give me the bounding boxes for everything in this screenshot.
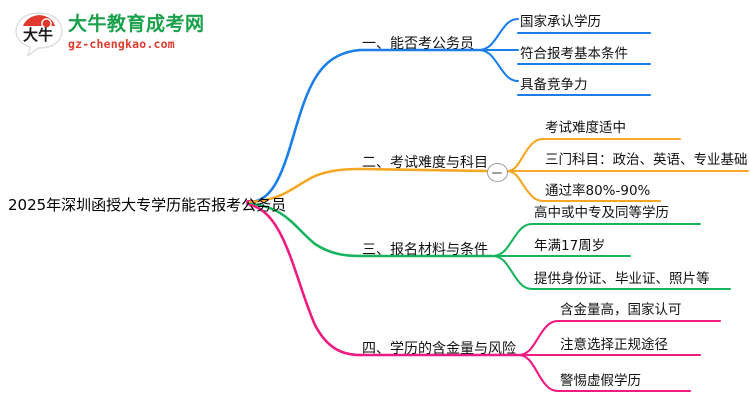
leaf-node-4-1[interactable]: 含金量高，国家认可 xyxy=(560,302,682,318)
branch-2-link-3 xyxy=(505,169,545,203)
branch-node-1[interactable]: 一、能否考公务员 xyxy=(362,36,474,52)
branch-1-trunk xyxy=(248,48,362,204)
logo-mark-icon: 大牛 xyxy=(15,12,63,58)
leaf-node-1-3[interactable]: 具备竞争力 xyxy=(520,77,588,93)
logo-text-block: 大牛教育成考网 gz-chengkao.com xyxy=(68,12,208,52)
branch-2-link-1 xyxy=(505,137,545,173)
branch-node-2[interactable]: 二、考试难度与科目 xyxy=(362,155,488,171)
site-logo[interactable]: 大牛 大牛教育成考网 gz-chengkao.com xyxy=(14,8,204,60)
logo-brand-name: 大牛教育成考网 xyxy=(68,13,205,35)
leaf-node-1-1[interactable]: 国家承认学历 xyxy=(520,14,601,30)
leaf-node-3-2[interactable]: 年满17周岁 xyxy=(534,238,606,254)
branch-1-link-1 xyxy=(476,17,520,52)
branch-3-link-1 xyxy=(490,222,534,258)
leaf-node-2-2[interactable]: 三门科目：政治、英语、专业基础 xyxy=(545,152,748,168)
svg-text:大牛: 大牛 xyxy=(23,26,53,44)
logo-brand-url: gz-chengkao.com xyxy=(68,37,175,51)
minus-circle-icon[interactable] xyxy=(487,163,508,182)
branch-3-trunk xyxy=(248,202,362,258)
branch-4-trunk xyxy=(248,203,362,357)
root-node[interactable]: 2025年深圳函授大专学历能否报考公务员 xyxy=(8,196,287,214)
branch-node-4[interactable]: 四、学历的含金量与风险 xyxy=(362,341,516,357)
leaf-node-2-3[interactable]: 通过率80%-90% xyxy=(545,183,651,199)
leaf-node-3-3[interactable]: 提供身份证、毕业证、照片等 xyxy=(534,271,710,287)
branch-node-3[interactable]: 三、报名材料与条件 xyxy=(362,242,488,258)
leaf-node-1-2[interactable]: 符合报考基本条件 xyxy=(520,46,628,62)
leaf-node-4-2[interactable]: 注意选择正规途径 xyxy=(560,337,668,353)
leaf-node-3-1[interactable]: 高中或中专及同等学历 xyxy=(534,205,669,221)
leaf-node-4-3[interactable]: 警惕虚假学历 xyxy=(560,373,641,389)
branch-2-underline xyxy=(358,167,489,173)
minus-glyph xyxy=(492,171,502,174)
branch-4-link-3 xyxy=(516,353,560,393)
branch-2-trunk xyxy=(248,167,362,204)
branch-1-link-3 xyxy=(476,48,520,83)
branch-3-link-3 xyxy=(490,254,534,291)
branch-4-link-1 xyxy=(516,319,560,357)
leaf-node-2-1[interactable]: 考试难度适中 xyxy=(545,120,626,136)
